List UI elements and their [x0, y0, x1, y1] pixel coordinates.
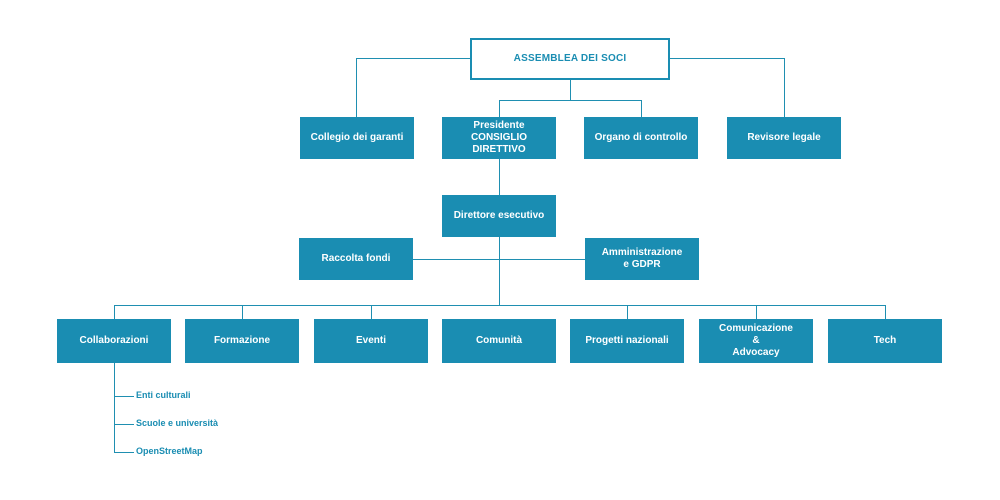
connector-line — [641, 100, 642, 118]
connector-line — [114, 305, 115, 319]
enti-culturali-label: Enti culturali — [136, 390, 191, 400]
eventi-box: Eventi — [314, 319, 428, 363]
connector-line — [356, 58, 472, 59]
collaborazioni-box: Collaborazioni — [57, 319, 171, 363]
connector-line — [885, 305, 886, 319]
connector-line — [114, 396, 134, 397]
presidente-consiglio-box: Presidente CONSIGLIO DIRETTIVO — [442, 117, 556, 159]
connector-line — [668, 58, 784, 59]
scuole-universita-label: Scuole e università — [136, 418, 219, 428]
connector-line — [499, 100, 642, 101]
progetti-nazionali-box: Progetti nazionali — [570, 319, 684, 363]
connector-line — [627, 305, 628, 319]
amministrazione-gdpr-box: Amministrazione e GDPR — [585, 238, 699, 280]
direttore-esecutivo-box: Direttore esecutivo — [442, 195, 556, 237]
organo-controllo-box: Organo di controllo — [584, 117, 698, 159]
formazione-box: Formazione — [185, 319, 299, 363]
connector-line — [114, 362, 115, 453]
connector-line — [242, 305, 243, 319]
connector-line — [784, 58, 785, 118]
connector-line — [356, 58, 357, 118]
connector-line — [413, 259, 586, 260]
connector-line — [756, 305, 757, 319]
openstreetmap-label: OpenStreetMap — [136, 446, 203, 456]
revisore-legale-box: Revisore legale — [727, 117, 841, 159]
comunicazione-advocacy-box: Comunicazione & Advocacy — [699, 319, 813, 363]
raccolta-fondi-box: Raccolta fondi — [299, 238, 413, 280]
connector-line — [114, 305, 886, 306]
tech-box: Tech — [828, 319, 942, 363]
connector-line — [114, 452, 134, 453]
comunita-box: Comunità — [442, 319, 556, 363]
connector-line — [499, 100, 500, 118]
connector-line — [570, 79, 571, 100]
connector-line — [114, 424, 134, 425]
connector-line — [371, 305, 372, 319]
collegio-garanti-box: Collegio dei garanti — [300, 117, 414, 159]
assemblea-dei-soci-box: ASSEMBLEA DEI SOCI — [470, 38, 670, 80]
